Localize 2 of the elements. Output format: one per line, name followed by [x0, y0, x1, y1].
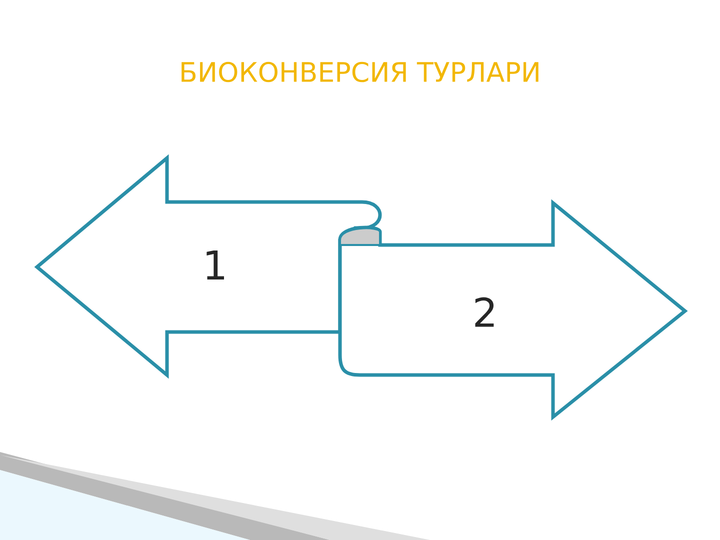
node-label: 2 [475, 297, 494, 327]
title: БИОКОНВЕРСИЯ ТУРЛАРИ [182, 62, 538, 82]
